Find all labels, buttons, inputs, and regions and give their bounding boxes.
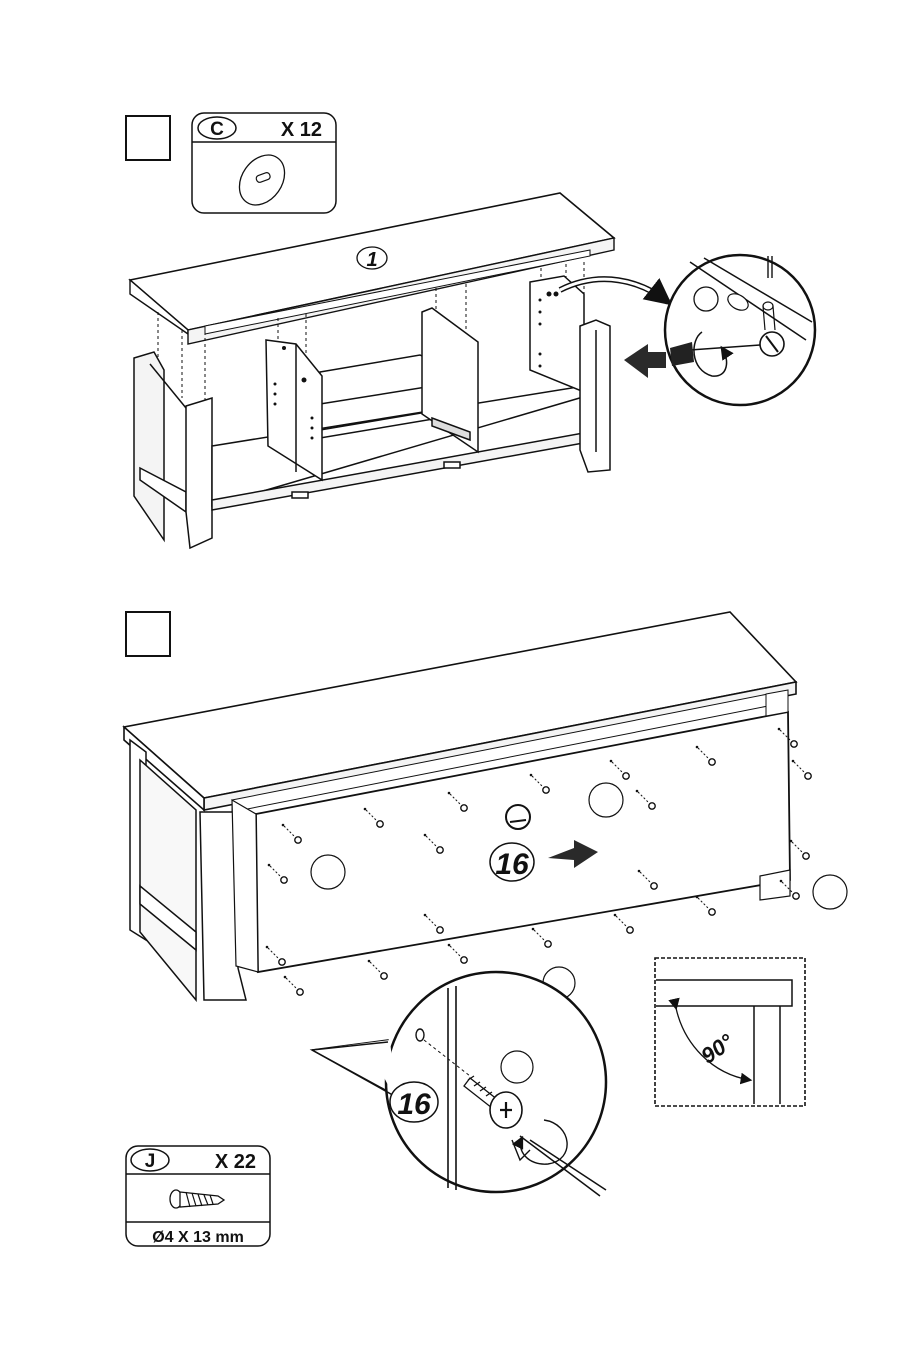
screw-hole <box>268 864 271 867</box>
screw-icon <box>461 805 467 811</box>
screw-hole <box>792 760 795 763</box>
panel-1-label: 1 <box>366 249 377 271</box>
detail-16-label: 16 <box>397 1088 431 1121</box>
screw-hole <box>696 746 699 749</box>
push-arrow-icon <box>624 344 666 378</box>
screw-hole <box>532 928 535 931</box>
screw-icon <box>543 787 549 793</box>
screw-icon <box>297 989 303 995</box>
screw-hole <box>424 834 427 837</box>
screw-icon <box>791 741 797 747</box>
screw-hole <box>424 914 427 917</box>
screw-guide-line <box>792 842 803 853</box>
step-b-number-box <box>126 612 170 656</box>
part-c-quantity: X 12 <box>281 119 322 141</box>
cable-hole <box>506 805 530 829</box>
screw-hole <box>778 728 781 731</box>
screw-guide-line <box>370 962 381 973</box>
screw-guide-line <box>534 930 545 941</box>
screw-hole <box>266 946 269 949</box>
screw-hole <box>696 896 699 899</box>
step-a: C X 12 1 <box>126 113 815 548</box>
screw-icon <box>437 927 443 933</box>
screw-icon <box>709 759 715 765</box>
screw-hole <box>530 774 533 777</box>
part-j-box: J X 22 Ø4 X 13 mm <box>126 1146 270 1246</box>
screw-icon <box>545 941 551 947</box>
screw-hole <box>282 824 285 827</box>
screw-icon <box>377 821 383 827</box>
screw-icon <box>805 773 811 779</box>
part-j-quantity: X 22 <box>215 1151 256 1173</box>
screw-hole <box>614 914 617 917</box>
screw-hole <box>448 792 451 795</box>
screw-guide-line <box>616 916 627 927</box>
screw-icon <box>793 893 799 899</box>
cam-lock-detail-zoom <box>665 255 815 405</box>
step-a-number-box <box>126 116 170 160</box>
screw-guide-line <box>698 898 709 909</box>
part-c-letter: C <box>210 119 224 140</box>
screw-icon <box>803 853 809 859</box>
screw-guide-line <box>450 946 461 957</box>
screw-icon <box>651 883 657 889</box>
screw-icon <box>381 973 387 979</box>
screw-icon <box>623 773 629 779</box>
screw-icon <box>709 909 715 915</box>
screw-detail-zoom: 16 <box>312 972 606 1196</box>
screw-hole <box>364 808 367 811</box>
part-j-size: Ø4 X 13 mm <box>152 1229 244 1246</box>
screw-hole <box>790 840 793 843</box>
screw-hole <box>638 870 641 873</box>
screw-hole <box>610 760 613 763</box>
screw-hole <box>448 944 451 947</box>
right-angle-detail: 90° <box>655 958 805 1106</box>
part-c-box: C X 12 <box>192 113 336 214</box>
panel-16-label: 16 <box>495 848 529 881</box>
screw-hole <box>284 976 287 979</box>
screw-guide-line <box>286 978 297 989</box>
step-b: 16 16 <box>124 612 847 1246</box>
screw-icon <box>649 803 655 809</box>
screw-icon <box>461 957 467 963</box>
screw-hole <box>636 790 639 793</box>
screw-guide-line <box>794 762 805 773</box>
screw-hole <box>780 880 783 883</box>
callout-circle-right <box>813 875 847 909</box>
screw-icon <box>279 959 285 965</box>
screw-icon <box>295 837 301 843</box>
screw-hole <box>368 960 371 963</box>
screw-icon <box>437 847 443 853</box>
screw-icon <box>627 927 633 933</box>
part-j-letter: J <box>145 1151 156 1172</box>
screw-icon <box>281 877 287 883</box>
